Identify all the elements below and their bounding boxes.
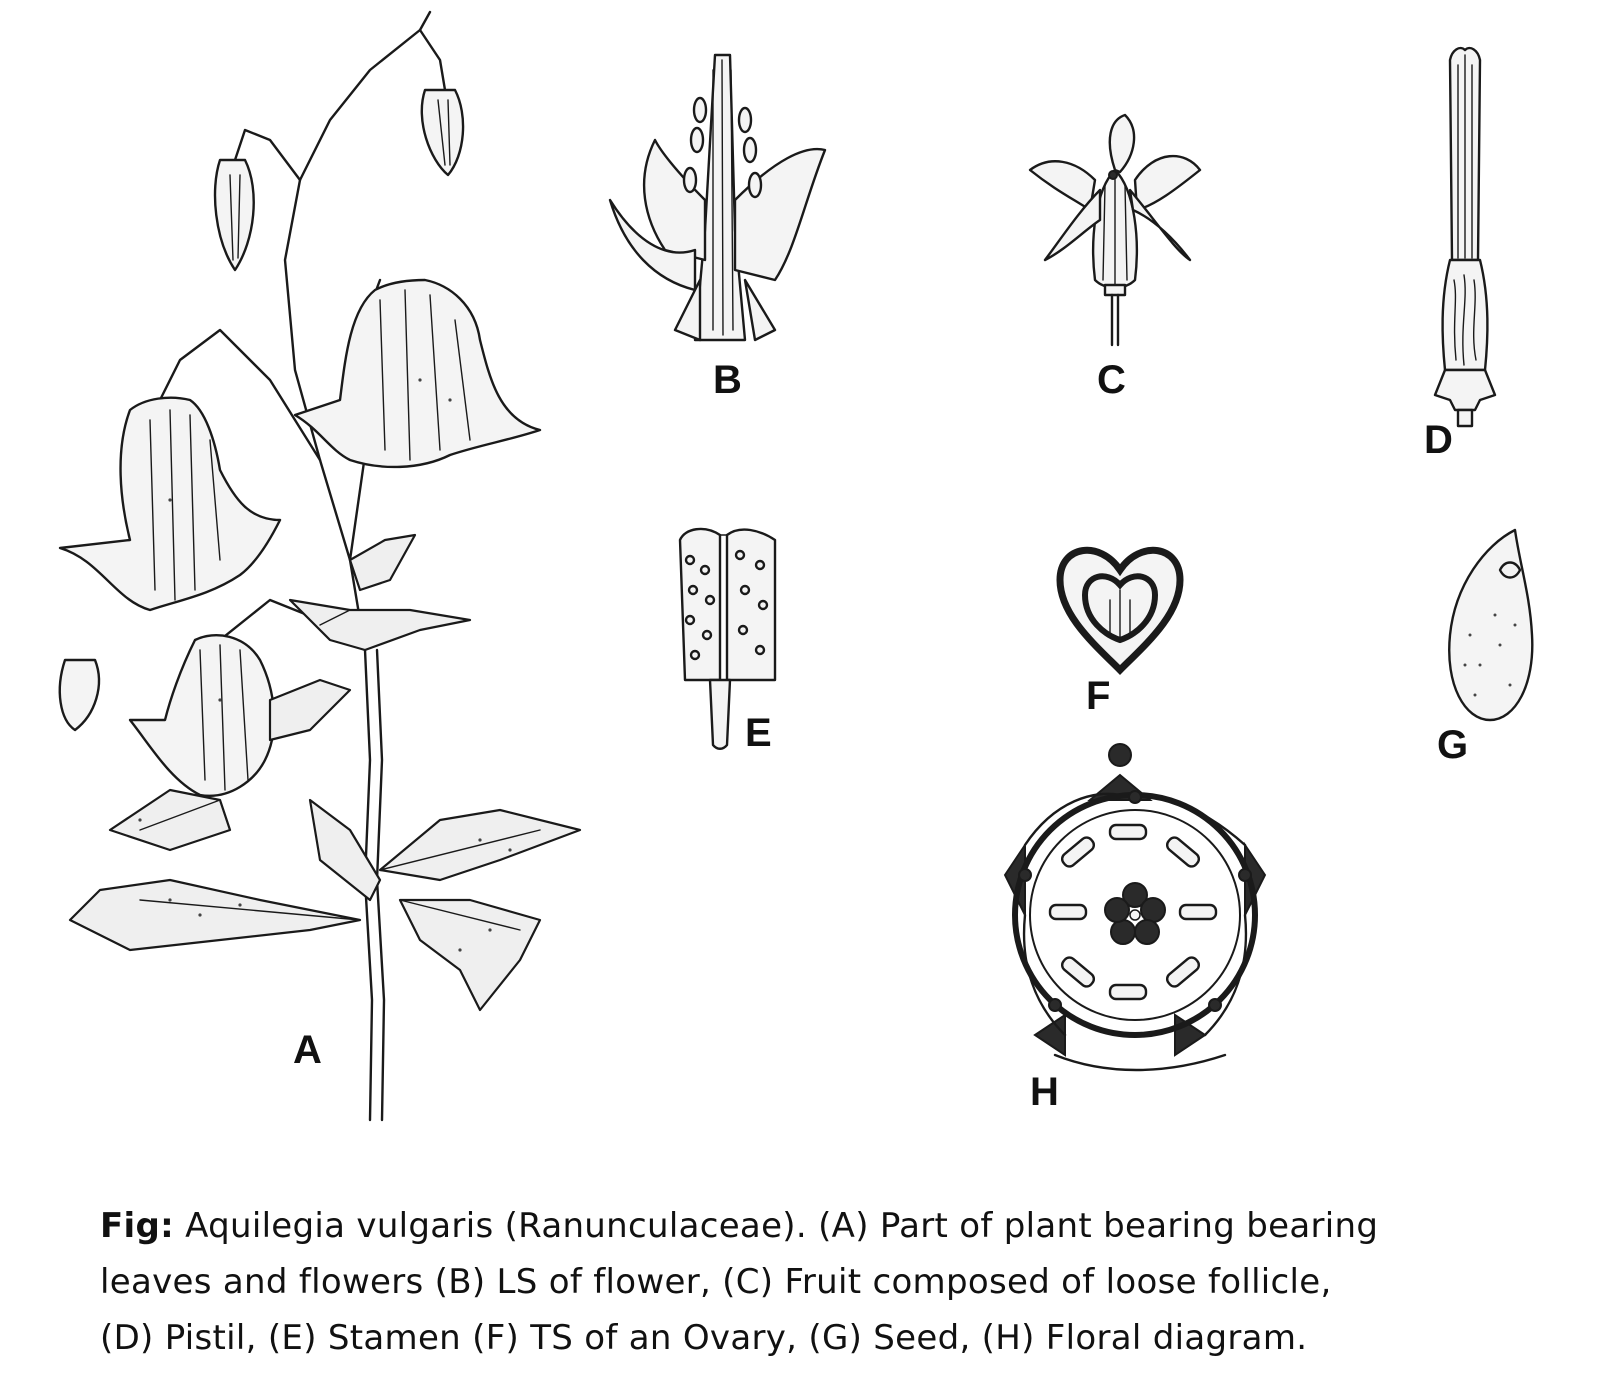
panel-h-label: H xyxy=(1030,1070,1059,1114)
floral-diagram-illustration xyxy=(1003,743,1267,1072)
caption-line-1-text: Aquilegia vulgaris (Ranunculaceae). (A) … xyxy=(185,1206,1379,1246)
stipple-dots xyxy=(138,378,512,952)
stamen-whorls xyxy=(1048,823,1218,1001)
panel-g-label: G xyxy=(1437,723,1469,767)
caption-line-3: (D) Pistil, (E) Stamen (F) TS of an Ovar… xyxy=(100,1318,1308,1358)
central-carpels xyxy=(1104,882,1166,945)
panel-b-label: B xyxy=(713,358,742,402)
caption-line-2: leaves and flowers (B) LS of flower, (C)… xyxy=(100,1262,1332,1302)
plant-illustration xyxy=(58,10,582,1122)
figure-caption: Fig: Aquilegia vulgaris (Ranunculaceae).… xyxy=(100,1198,1580,1366)
seed-illustration xyxy=(1448,528,1534,722)
ovary-ts-illustration xyxy=(1056,546,1184,675)
fruit-illustration xyxy=(1028,113,1202,347)
panel-g-seed xyxy=(1440,525,1540,725)
pistil-illustration xyxy=(1433,46,1497,428)
stamen-illustration xyxy=(678,527,777,750)
panel-h-floral-diagram xyxy=(995,735,1285,1080)
panel-a-plant-drawing xyxy=(20,0,582,1130)
panel-b-ls-flower xyxy=(605,50,835,350)
panel-f-ovary-ts xyxy=(1055,540,1185,680)
panel-f-label: F xyxy=(1086,674,1111,718)
panel-e-label: E xyxy=(745,711,772,755)
panel-d-pistil xyxy=(1430,40,1500,430)
ls-flower-illustration xyxy=(608,53,827,342)
panel-c-label: C xyxy=(1097,358,1126,402)
panel-c-fruit xyxy=(1025,110,1205,350)
panel-d-label: D xyxy=(1424,418,1453,462)
caption-line-1: Fig: Aquilegia vulgaris (Ranunculaceae).… xyxy=(100,1198,1580,1254)
panel-e-stamen xyxy=(665,520,785,750)
caption-lead: Fig: xyxy=(100,1206,175,1246)
panel-a-label: A xyxy=(293,1028,322,1072)
